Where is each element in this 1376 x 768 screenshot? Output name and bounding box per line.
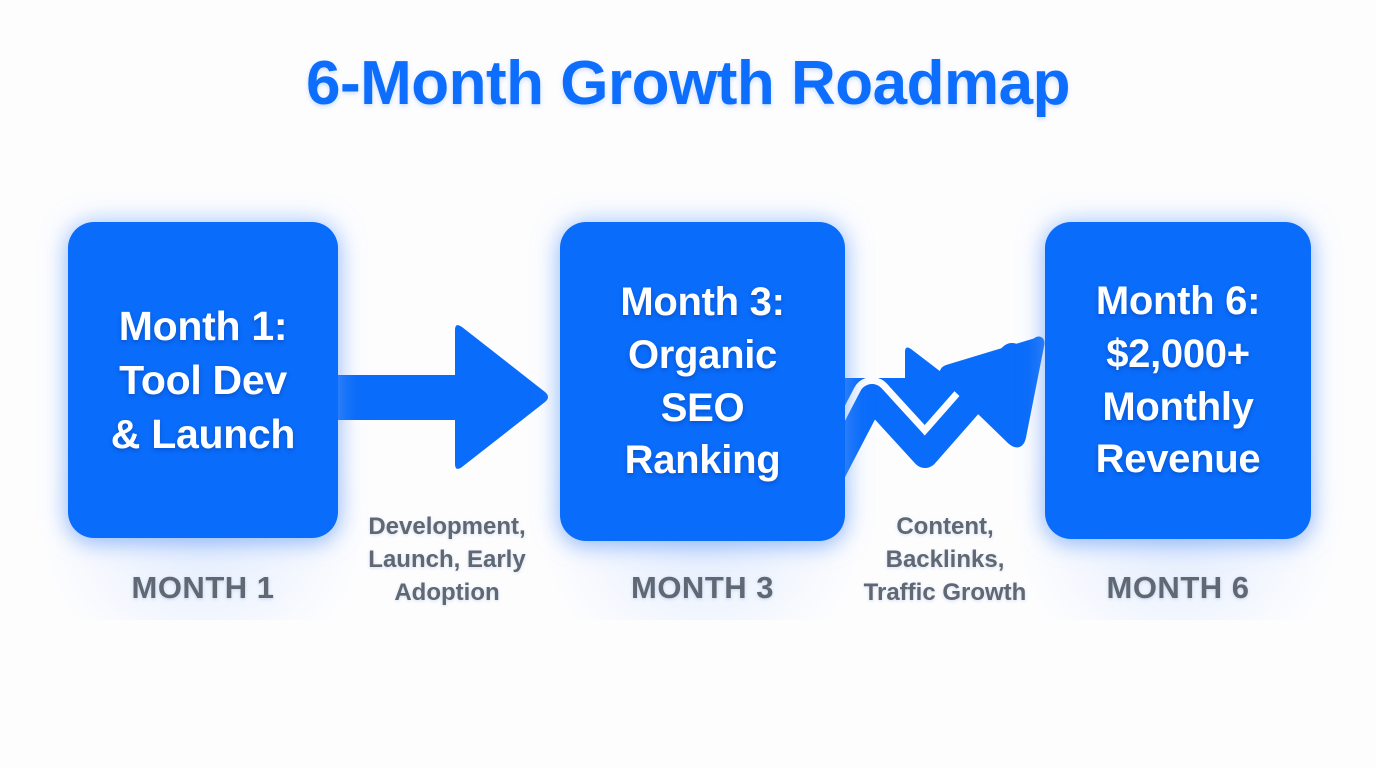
month-label-1: MONTH 1 <box>131 570 275 605</box>
month-label-6: MONTH 6 <box>1106 570 1250 605</box>
connector-caption-2: Content, Backlinks, Traffic Growth <box>863 513 1027 607</box>
arrow-right-icon <box>338 325 548 469</box>
connector-caption-1: Development, Launch, Early Adoption <box>368 513 526 607</box>
milestone-card-text: Month 6: $2,000+ Monthly Revenue <box>1095 278 1261 482</box>
trending-up-arrow-icon <box>800 336 1045 517</box>
arrow-right-icon-secondary <box>845 347 978 456</box>
milestone-card-text: Month 3: Organic SEO Ranking <box>620 279 785 483</box>
page-title: 6-Month Growth Roadmap <box>306 49 1070 118</box>
milestone-card-month-3[interactable]: Month 3: Organic SEO Ranking <box>560 222 845 541</box>
milestone-card-month-1[interactable]: Month 1: Tool Dev & Launch <box>68 222 338 538</box>
milestone-card-text: Month 1: Tool Dev & Launch <box>110 302 296 458</box>
month-label-3: MONTH 3 <box>631 570 774 605</box>
milestone-card-month-6[interactable]: Month 6: $2,000+ Monthly Revenue <box>1045 222 1311 539</box>
